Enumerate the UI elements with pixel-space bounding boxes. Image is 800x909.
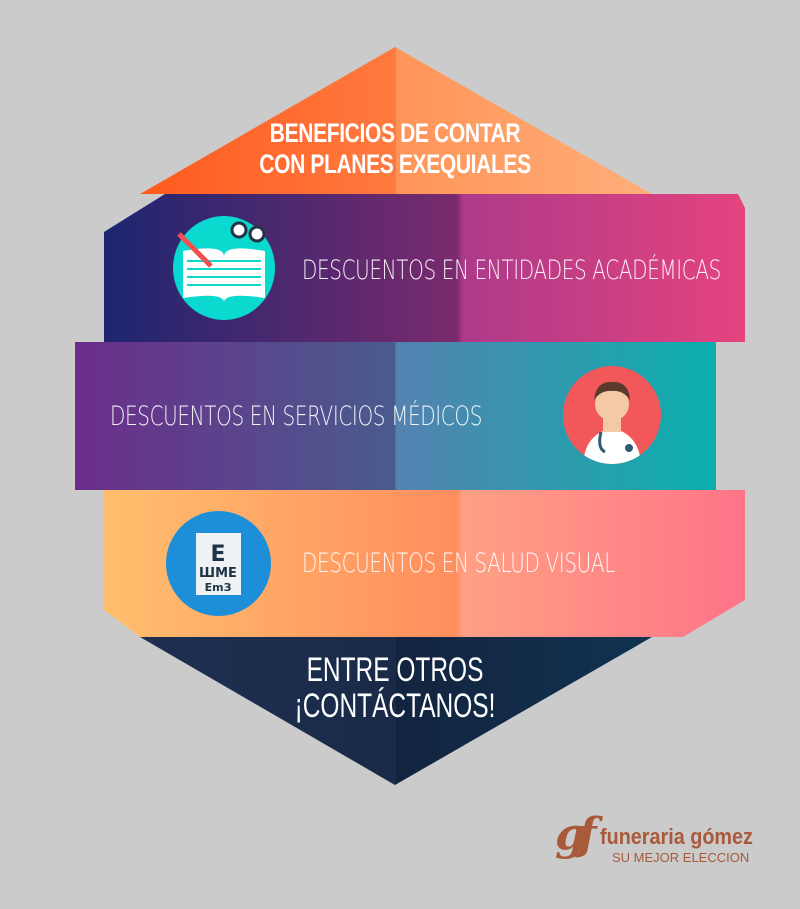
svg-text:ШМЕ: ШМЕ <box>199 566 237 581</box>
title-line-2: CON PLANES EXEQUIALES <box>259 149 531 179</box>
logo-name: funeraria gómez <box>600 824 753 849</box>
svg-text:ЕmЗ: ЕmЗ <box>205 581 232 594</box>
benefit-visual-label: DESCUENTOS EN SALUD VISUAL <box>302 548 615 579</box>
title-line-1: BENEFICIOS DE CONTAR <box>269 118 521 148</box>
doctor-icon <box>563 366 661 464</box>
band-medical <box>75 342 716 490</box>
book-icon <box>173 216 275 320</box>
benefit-medical-label: DESCUENTOS EN SERVICIOS MÉDICOS <box>110 401 483 432</box>
benefit-academic-label: DESCUENTOS EN ENTIDADES ACADÉMICAS <box>302 255 721 286</box>
logo-tagline: SU MEJOR ELECCION <box>612 850 750 865</box>
contact-callout[interactable]: ENTRE OTROS¡CONTÁCTANOS! <box>255 652 536 724</box>
footer-line-1: ENTRE OTROS <box>306 651 484 689</box>
footer-triangle <box>140 637 652 785</box>
band-visual <box>104 490 745 637</box>
logo-mark: gf <box>555 809 597 860</box>
title-triangle <box>140 47 652 194</box>
footer-line-2: ¡CONTÁCTANOS! <box>294 687 496 725</box>
svg-text:E: E <box>210 542 225 567</box>
